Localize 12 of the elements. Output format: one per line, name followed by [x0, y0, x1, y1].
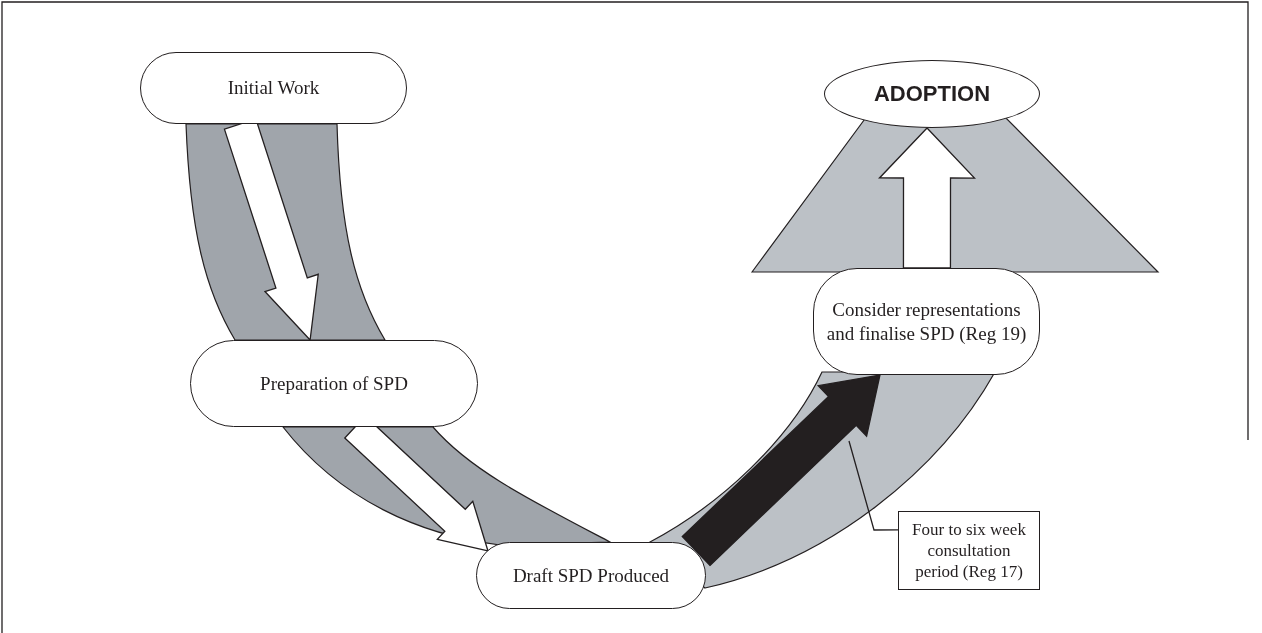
- process-box: [813, 268, 1040, 375]
- note-box: [898, 511, 1040, 590]
- node-label: Initial Work: [227, 76, 320, 100]
- node-label: ADOPTION: [873, 80, 991, 108]
- leader-line: [848, 440, 899, 531]
- process-box: [476, 542, 706, 609]
- node-label: Four to six week consultation period (Reg 17): [911, 518, 1027, 583]
- node-label: Preparation of SPD: [260, 371, 408, 396]
- block-arrow: [878, 127, 976, 269]
- node-label: Consider representations and finalise SPD (Reg 19): [825, 297, 1028, 346]
- node-label: Draft SPD Produced: [512, 563, 670, 588]
- block-arrow: [681, 374, 881, 567]
